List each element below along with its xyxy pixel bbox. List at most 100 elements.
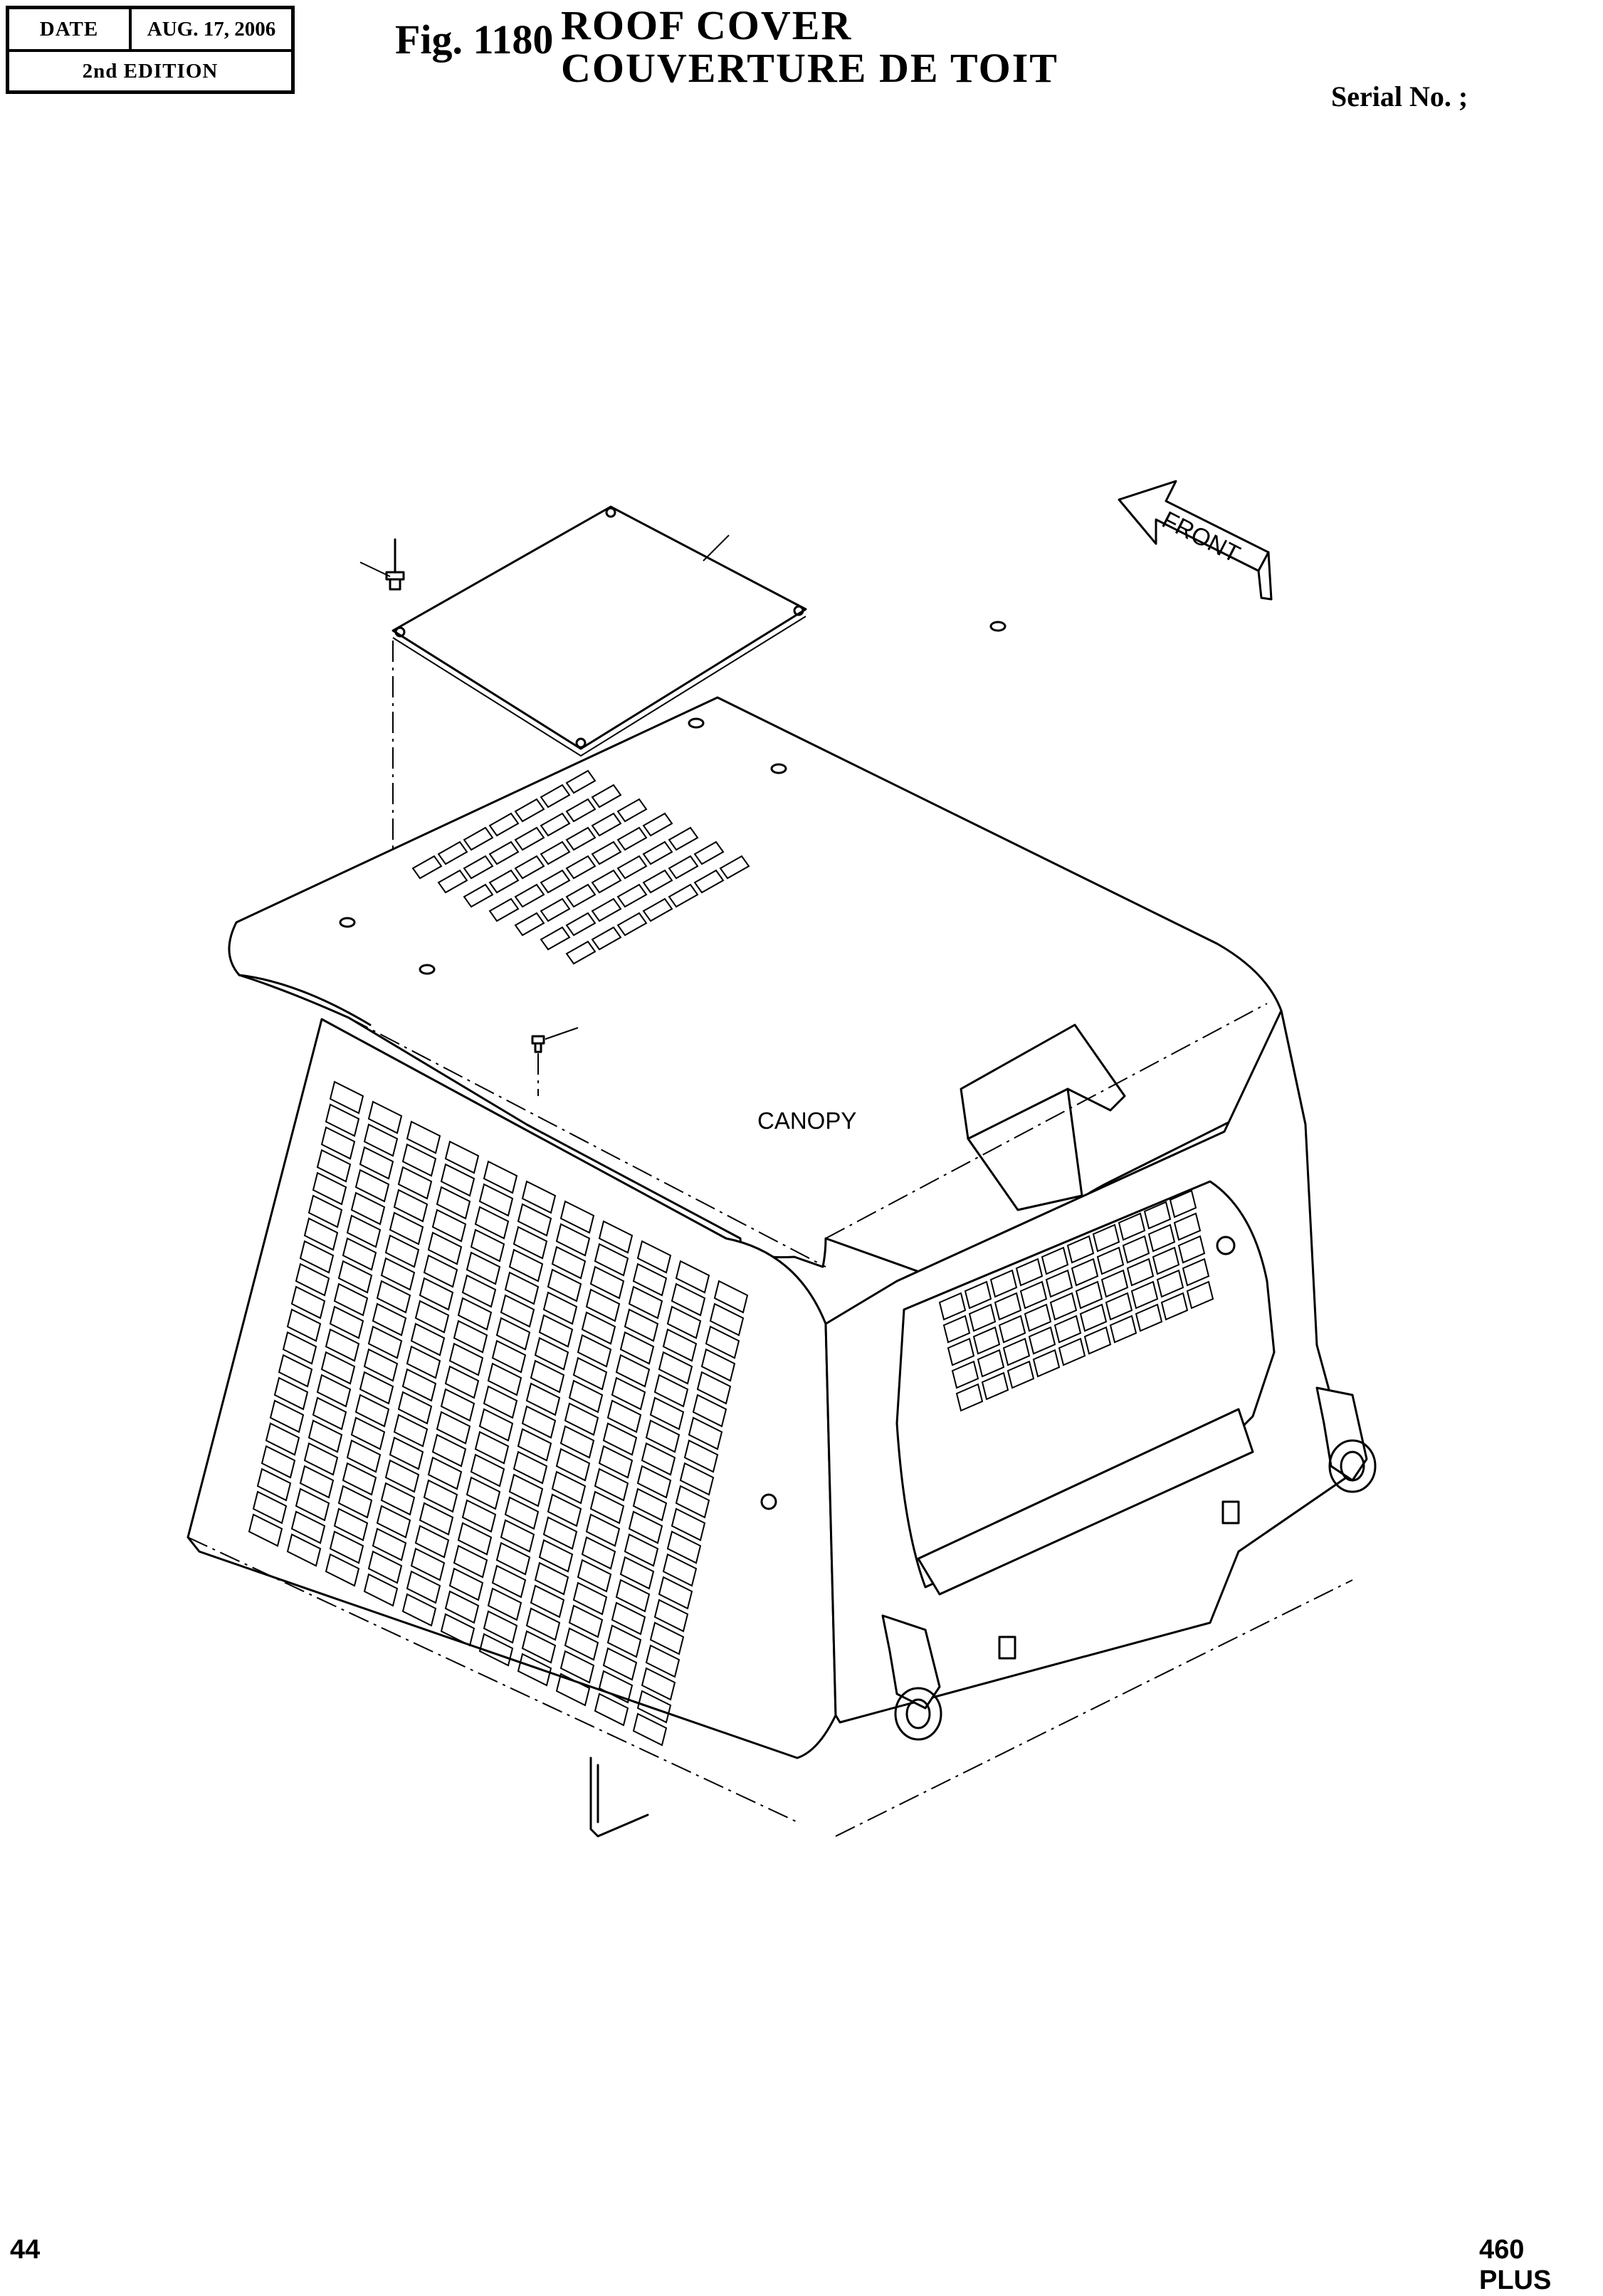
vent-slot xyxy=(273,1376,309,1411)
vent-slot xyxy=(500,1519,535,1553)
vent-slot xyxy=(559,1200,595,1234)
vent-slot xyxy=(397,1391,433,1425)
vent-slot xyxy=(500,1294,535,1328)
side-vent-grid xyxy=(248,1080,749,1747)
vent-slot xyxy=(642,841,673,865)
vent-slot xyxy=(628,1285,663,1320)
canopy-body xyxy=(186,621,1377,1838)
vent-slot xyxy=(350,1416,386,1450)
vent-slot xyxy=(719,855,750,880)
vent-slot xyxy=(329,1305,364,1339)
vent-slot xyxy=(397,1166,433,1200)
vent-slot xyxy=(1186,1280,1214,1310)
vent-slot xyxy=(642,812,673,837)
vent-slot xyxy=(589,1490,625,1524)
vent-slot xyxy=(551,1470,587,1505)
vent-slot xyxy=(1028,1326,1056,1355)
vent-slot xyxy=(555,1673,591,1707)
vent-slot xyxy=(517,1428,552,1462)
vent-slot xyxy=(547,1268,582,1302)
figure-title-fr: COUVERTURE DE TOIT xyxy=(561,45,1058,91)
vent-slot xyxy=(662,1553,698,1587)
vent-slot xyxy=(968,1303,997,1332)
vent-slot xyxy=(645,1644,680,1678)
vent-slot xyxy=(1182,1258,1210,1287)
vent-slot xyxy=(606,1624,642,1658)
vent-slot xyxy=(568,1604,604,1638)
vent-slot xyxy=(616,855,648,880)
vent-slot xyxy=(427,1231,463,1265)
vent-slot xyxy=(333,1283,369,1317)
vent-slot xyxy=(389,1211,424,1246)
vent-slot xyxy=(947,1337,975,1366)
vent-slot xyxy=(649,1621,685,1655)
vent-slot xyxy=(514,855,545,880)
vent-slot xyxy=(411,855,443,880)
figure-number: Fig. 1180 xyxy=(395,16,554,63)
vent-slot xyxy=(658,1576,693,1610)
vent-slot xyxy=(636,1465,672,1499)
vent-slot xyxy=(938,1292,967,1321)
vent-slot xyxy=(393,1413,429,1448)
vent-slot xyxy=(565,940,596,965)
vent-slot xyxy=(525,1382,561,1416)
vent-slot xyxy=(329,1080,364,1115)
vent-slot xyxy=(540,869,571,894)
vent-slot xyxy=(372,1527,407,1562)
vent-slot xyxy=(542,1516,578,1550)
vent-slot xyxy=(463,826,494,851)
vent-slot xyxy=(585,1288,621,1322)
vent-slot xyxy=(568,1379,604,1413)
vent-slot xyxy=(463,883,494,908)
date-value: AUG. 17, 2006 xyxy=(147,17,276,41)
vent-slot xyxy=(320,1126,356,1160)
edition-label: 2nd EDITION xyxy=(82,59,219,83)
vent-slot xyxy=(602,1647,638,1681)
vent-slot xyxy=(419,1277,454,1311)
vent-slot xyxy=(683,1439,719,1473)
vent-slot xyxy=(616,883,648,908)
vent-slot xyxy=(1079,1303,1108,1332)
vent-slot xyxy=(594,1692,629,1727)
vent-slot xyxy=(303,1217,339,1251)
vent-slot xyxy=(488,812,520,837)
vent-slot xyxy=(538,1539,574,1573)
vent-slot xyxy=(598,1445,634,1479)
vent-slot xyxy=(440,1613,475,1647)
vent-slot xyxy=(265,1422,300,1456)
vent-slot xyxy=(437,841,468,865)
vent-slot xyxy=(615,1354,651,1388)
vent-slot xyxy=(565,769,596,794)
vent-slot xyxy=(461,1499,497,1533)
vent-slot xyxy=(514,912,545,937)
vent-slot xyxy=(693,841,725,865)
vent-slot xyxy=(1071,1258,1099,1287)
vent-slot xyxy=(547,1493,582,1527)
vent-slot xyxy=(286,1308,322,1342)
vent-slot xyxy=(611,1376,646,1411)
vent-slot xyxy=(619,1331,655,1365)
vent-slot xyxy=(466,1251,501,1285)
vent-slot xyxy=(521,1630,557,1664)
vent-slot xyxy=(565,883,596,908)
vent-slot xyxy=(261,1445,296,1479)
vent-slot xyxy=(401,1593,437,1627)
vent-slot xyxy=(653,1599,689,1633)
vent-slot xyxy=(565,912,596,937)
vent-slot xyxy=(290,1285,326,1320)
vent-slot xyxy=(1160,1292,1189,1321)
vent-slot xyxy=(359,1146,394,1180)
vent-slot xyxy=(1173,1212,1202,1241)
vent-slot xyxy=(1156,1269,1184,1298)
vent-slot xyxy=(585,1513,621,1547)
vent-slot xyxy=(632,1712,668,1747)
vent-slot xyxy=(478,1633,514,1667)
vent-slot xyxy=(1152,1246,1180,1275)
vent-slot xyxy=(525,1607,561,1641)
vent-slot xyxy=(602,1422,638,1456)
vent-slot xyxy=(436,1411,471,1445)
vent-slot xyxy=(329,1530,364,1564)
vent-slot xyxy=(1045,1269,1073,1298)
vent-slot xyxy=(363,1573,399,1607)
vent-slot xyxy=(577,1559,612,1593)
